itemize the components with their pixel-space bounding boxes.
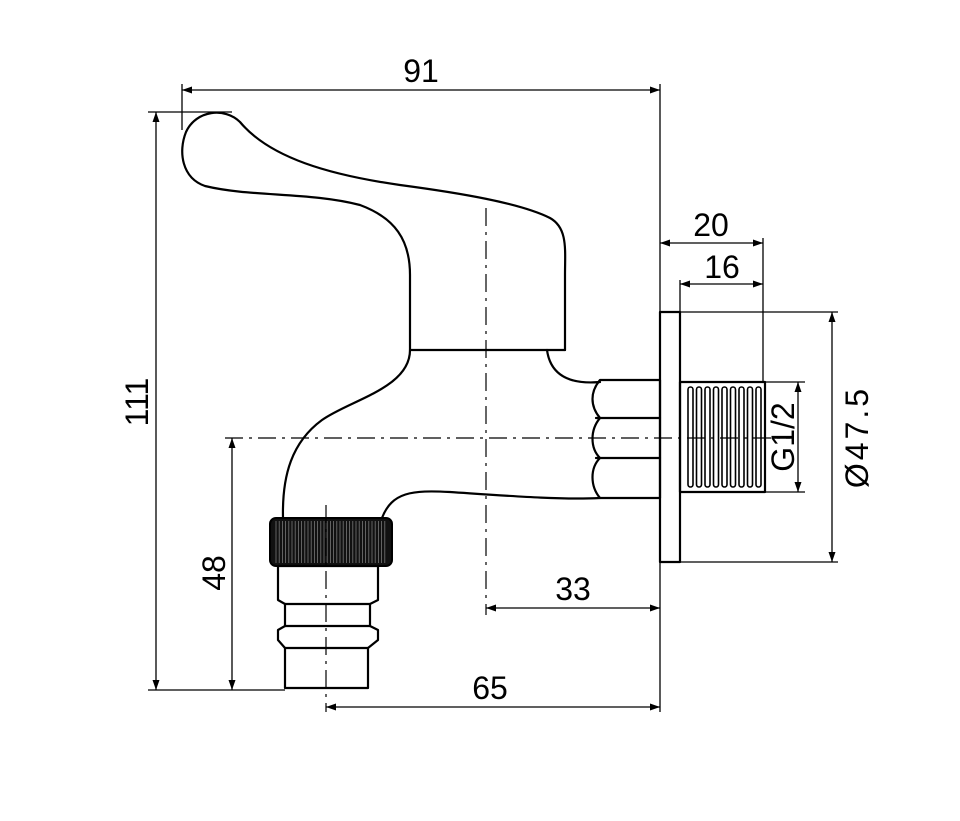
thread-coil	[687, 386, 694, 488]
spout-inner-curve	[545, 348, 602, 384]
dim-16-label: 16	[704, 249, 740, 285]
thread-coil	[729, 386, 737, 488]
thread-coil	[695, 386, 703, 488]
dim-48-label: 48	[196, 555, 232, 591]
spout-bottom-curve	[380, 490, 602, 520]
spout-top-curve	[281, 348, 412, 520]
dim-65-label: 65	[472, 670, 508, 706]
center-lines	[225, 208, 790, 712]
dim-111-label: 111	[119, 378, 155, 427]
dimensions: 91 111 48 20 16 Ø47.5 G1/2 33 65	[119, 53, 875, 712]
dim-91-label: 91	[403, 53, 439, 89]
thread-outline	[678, 380, 767, 494]
knurl-pattern	[275, 521, 386, 563]
thread-coil	[704, 386, 711, 488]
thread-coil	[721, 386, 728, 488]
lever-handle	[181, 111, 567, 352]
thread-coil	[746, 386, 754, 488]
thread-coils	[687, 386, 762, 488]
thread-coil	[712, 386, 720, 488]
dim-thread-label: G1/2	[765, 402, 801, 471]
thread-coil	[755, 386, 762, 488]
hex-nut	[591, 378, 662, 500]
knurled-ring	[269, 517, 393, 567]
connector-sleeve	[276, 564, 380, 690]
dim-33-label: 33	[555, 571, 591, 607]
wall-flange	[658, 310, 682, 564]
faucet-body	[181, 111, 767, 690]
dim-20-label: 20	[693, 207, 729, 243]
dim-dia-label: Ø47.5	[839, 386, 875, 488]
thread-coil	[738, 386, 745, 488]
